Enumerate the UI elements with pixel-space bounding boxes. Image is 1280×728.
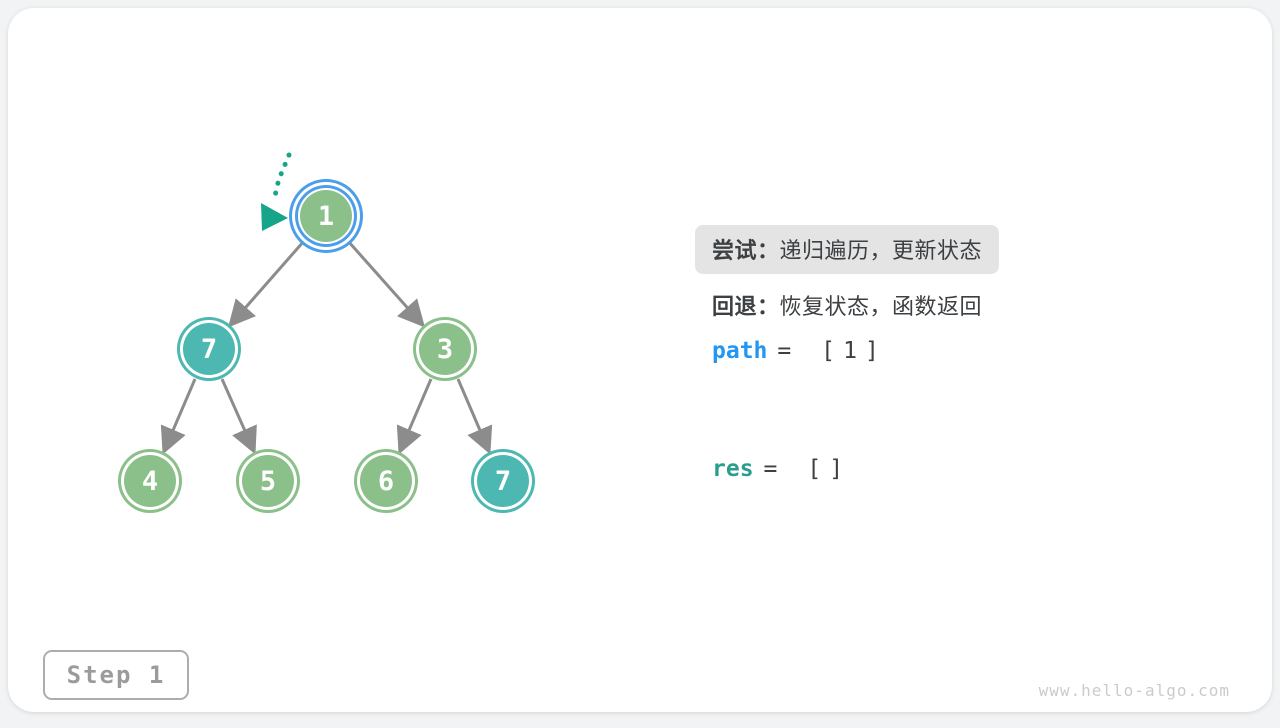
back-text: 恢复状态，函数返回 xyxy=(779,294,983,319)
tree-edges xyxy=(160,240,493,455)
current-node-pointer-icon xyxy=(261,152,292,231)
figure-card: 1 7 3 4 5 6 7 尝试：递归遍历，更新状态 回退：恢复状态，函数返回 … xyxy=(8,8,1272,712)
tree-node-7-right: 7 xyxy=(477,455,529,507)
path-variable-value: = [1] xyxy=(777,338,887,364)
try-keyword: 尝试： xyxy=(712,238,780,263)
edge-7-4 xyxy=(160,378,197,455)
res-variable-value: = [] xyxy=(763,456,852,482)
back-line: 回退：恢复状态，函数返回 xyxy=(695,289,982,321)
tree-edges-layer xyxy=(160,152,493,455)
tree-node-1-current: 1 xyxy=(300,190,352,242)
path-variable-line: path = [1] xyxy=(695,338,887,364)
tree-node-4: 4 xyxy=(124,455,176,507)
back-keyword: 回退： xyxy=(712,294,780,319)
tree-node-3: 3 xyxy=(419,323,471,375)
step-badge: Step 1 xyxy=(43,650,189,700)
tree-node-5: 5 xyxy=(242,455,294,507)
edge-3-7 xyxy=(456,378,493,455)
edge-1-7 xyxy=(228,240,306,328)
edge-1-3 xyxy=(346,240,425,328)
try-line-highlighted: 尝试：递归遍历，更新状态 xyxy=(695,225,1000,274)
path-variable-name: path xyxy=(712,338,768,364)
watermark: www.hello-algo.com xyxy=(1038,681,1230,700)
edge-7-5 xyxy=(220,378,257,455)
edge-3-6 xyxy=(396,378,433,455)
res-variable-name: res xyxy=(712,456,754,482)
try-text: 递归遍历，更新状态 xyxy=(779,238,983,263)
tree-node-6: 6 xyxy=(360,455,412,507)
res-variable-line: res = [] xyxy=(695,456,851,482)
tree-node-7-left: 7 xyxy=(183,323,235,375)
